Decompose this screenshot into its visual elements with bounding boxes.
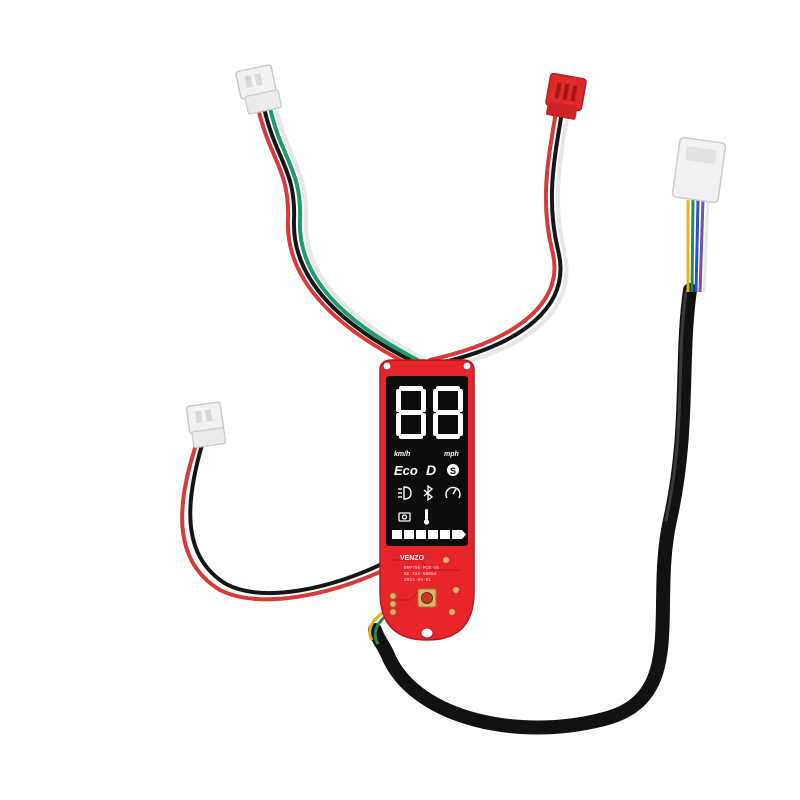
connector-top-left [235, 64, 283, 115]
silkscreen-line-3: 2024-05-01 [404, 577, 431, 583]
wire-harness-top-left [256, 106, 424, 367]
mode-drive-label: D [426, 462, 436, 478]
speed-readout [396, 386, 463, 439]
connector-left [185, 401, 227, 449]
main-cable-wires [686, 199, 710, 293]
silkscreen-line-2: BE-XIA-58004 [404, 571, 437, 577]
speed-digit-1 [396, 386, 426, 439]
sport-mode-badge: S [447, 464, 459, 476]
unit-kmh-label: km/h [394, 451, 410, 458]
mounting-hole-top-left [382, 361, 392, 371]
wire-harness-top-right [428, 110, 570, 370]
thermometer-icon [423, 509, 430, 525]
bottom-wires [368, 610, 387, 645]
main-cable [368, 283, 697, 735]
pcb-silkscreen: VENZO BMP750-PCB-V5 BE-XIA-58004 2024-05… [400, 555, 439, 583]
battery-icon [392, 530, 466, 539]
speedometer-icon [445, 486, 461, 499]
wire-harness-left [180, 443, 388, 602]
headlight-icon [398, 486, 412, 500]
mounting-hole-bottom [420, 627, 434, 639]
mode-eco-label: Eco [394, 463, 418, 478]
silkscreen-line-1: BMP750-PCB-V5 [404, 565, 439, 571]
speed-digit-2 [433, 386, 463, 439]
display-panel [386, 376, 468, 546]
unit-mph-label: mph [444, 451, 459, 458]
connector-top-right [545, 72, 587, 120]
camera-icon [398, 512, 411, 522]
bluetooth-icon [423, 484, 434, 502]
connector-right [671, 136, 727, 204]
mounting-hole-top-right [462, 361, 472, 371]
power-button-icon [417, 588, 437, 608]
pcb-pads [389, 592, 397, 616]
brand-mark: VENZO [400, 555, 425, 562]
mode-sport-label: S [450, 466, 456, 476]
